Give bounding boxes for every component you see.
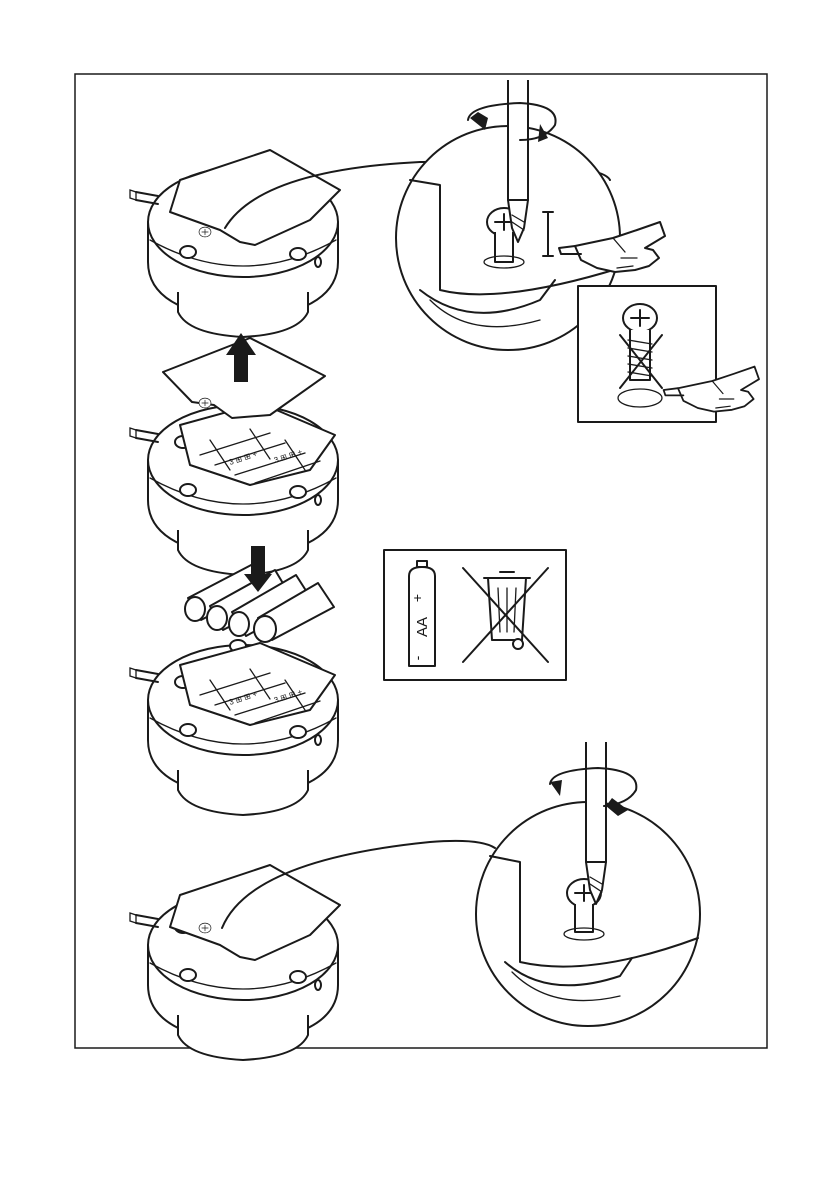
battery-minus-label: - (409, 655, 425, 660)
battery-plus-label: + (409, 594, 425, 602)
aa-battery-icon: AA + - (409, 561, 435, 666)
zoom-detail (476, 742, 700, 1026)
warning-inset (578, 286, 759, 422)
screwdriver-icon (586, 742, 606, 904)
cover-screw (199, 227, 211, 237)
step-insert-batteries (130, 546, 338, 815)
battery-type-label: AA (414, 617, 431, 637)
battery-info-box: AA + - (384, 550, 566, 680)
step-remove-cover (130, 333, 338, 575)
